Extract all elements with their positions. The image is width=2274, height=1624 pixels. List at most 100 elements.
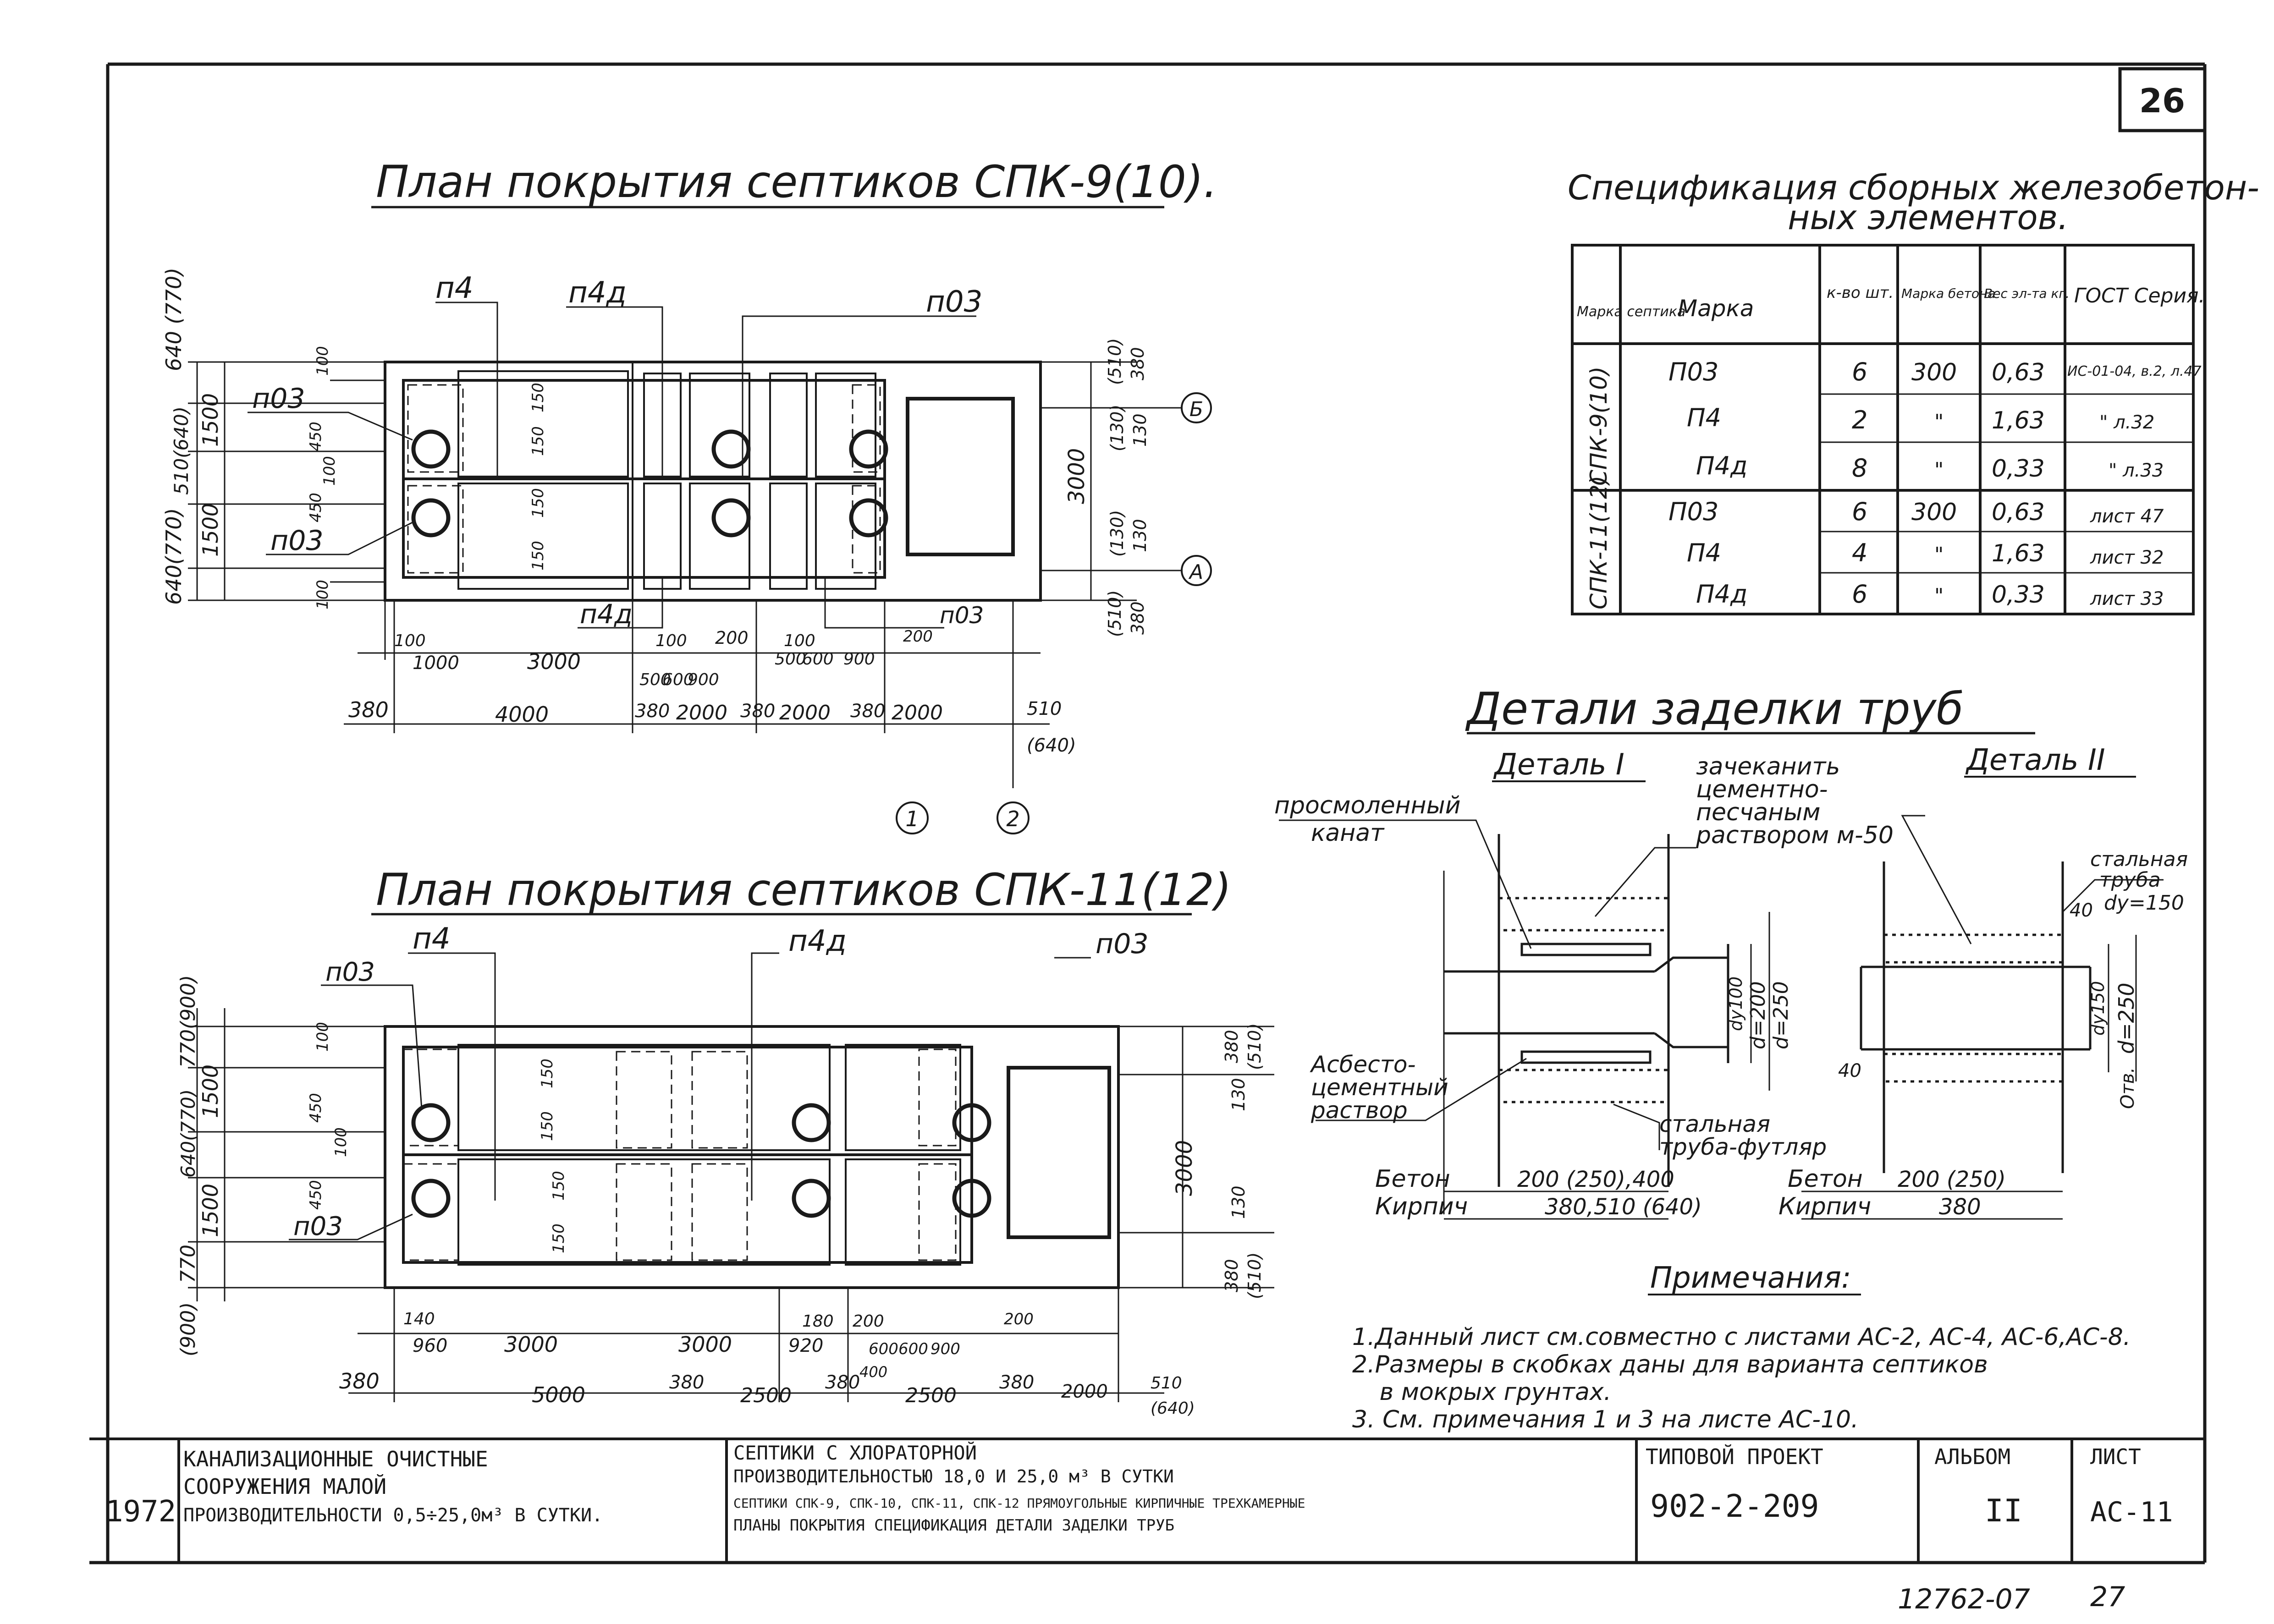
dim-small: 450: [307, 1180, 325, 1210]
hatch-opening: [411, 1103, 451, 1142]
hatch-opening: [952, 1103, 991, 1142]
label-p03: п03: [325, 957, 375, 987]
dim-bottom: 600: [898, 1340, 928, 1358]
dim-inner: 150: [529, 426, 547, 456]
note-item: 3. См. примечания 1 и 3 на листе АС-10.: [1352, 1406, 1859, 1433]
hatch-opening: [411, 429, 451, 469]
spec-cell-qty: 8: [1852, 454, 1867, 483]
dim-bottom: 2000: [1061, 1381, 1108, 1402]
plan-2-title: План покрытия септиков СПК-11(12): [376, 864, 1231, 916]
title-desc: СЕПТИКИ СПК-9, СПК-10, СПК-11, СПК-12 ПР…: [733, 1496, 1305, 1511]
spec-cell-concrete: ": [1934, 458, 1944, 482]
dim-right: 380: [1222, 1030, 1242, 1063]
material-concrete: Бетон: [1788, 1165, 1863, 1193]
dim-right: 130: [1130, 413, 1150, 447]
hatch-opening: [849, 429, 888, 469]
spec-cell-gost: лист 32: [2090, 547, 2164, 568]
spec-cell-weight: 0,63: [1992, 499, 2045, 526]
title-project-value: 902-2-209: [1650, 1488, 1819, 1525]
note-item: в мокрых грунтах.: [1357, 1378, 1611, 1406]
title-org: КАНАЛИЗАЦИОННЫЕ ОЧИСТНЫЕ: [183, 1447, 488, 1471]
callout-steel-pipe: dу=150: [2104, 891, 2184, 915]
dim-d2: d=250: [2114, 982, 2139, 1054]
dim-bottom: 200: [715, 628, 749, 648]
dim-bottom: 140: [403, 1310, 435, 1328]
dim-bottom: 100: [655, 631, 687, 650]
dim-d2-small: 40: [1838, 1060, 1861, 1081]
dim-bottom: 2500: [740, 1384, 792, 1407]
dim-right: (510): [1105, 338, 1125, 385]
spec-cell-concrete: ": [1934, 584, 1944, 608]
plan-1-outline: [384, 361, 1042, 602]
detail-1-pipe: [1444, 944, 1729, 1063]
spec-cell-mark: П4д: [1696, 451, 1747, 480]
spec-title: Спецификация сборных железобетон-: [1568, 168, 2259, 208]
spec-cell-weight: 1,63: [1992, 540, 2045, 567]
dim-bottom: 380: [635, 701, 670, 722]
title-year: 1972: [105, 1495, 176, 1529]
dim-right: (130): [1107, 405, 1127, 451]
archive-page: 27: [2090, 1581, 2125, 1613]
archive-code: 12762-07: [1898, 1583, 2030, 1615]
dim-bottom: 500: [775, 650, 806, 669]
hatch-opening: [411, 498, 451, 538]
spec-row: П4 4 " 1,63 лист 32: [1687, 538, 2164, 568]
dim-d1: dy100: [1726, 977, 1746, 1031]
spec-title: ных элементов.: [1788, 198, 2069, 237]
dim-bottom: 200: [853, 1312, 884, 1331]
dim-inner: 150: [550, 1171, 568, 1201]
dim-bottom: (640): [1151, 1399, 1195, 1418]
spec-cell-concrete: 300: [1911, 359, 1957, 386]
material-brick: Кирпич: [1778, 1193, 1871, 1220]
callout-asbestos: цементный: [1311, 1074, 1448, 1101]
axis-label: 2: [1006, 807, 1019, 831]
callout-asbestos: раствор: [1310, 1097, 1408, 1124]
spec-group-name: СПК-11(12): [1586, 476, 1612, 609]
dim-right: 380: [1128, 347, 1148, 380]
label-p4: п4: [413, 922, 451, 956]
pipe-details: Детали заделки труб Деталь I Деталь II: [1274, 683, 2188, 1220]
spec-cell-weight: 0,33: [1992, 455, 2045, 483]
title-sheet-label: ЛИСТ: [2090, 1444, 2141, 1469]
label-p03: п03: [293, 1212, 343, 1241]
dim-bottom: 600: [662, 670, 694, 689]
spec-header-mark-septic: Марка септика: [1577, 304, 1685, 320]
spec-row: П03 6 300 0,63 лист 47: [1668, 497, 2164, 527]
callout-sleeve: труба-футляр: [1659, 1134, 1827, 1160]
callout-caulk: зачеканить: [1696, 753, 1840, 780]
title-desc: ПЛАНЫ ПОКРЫТИЯ СПЕЦИФИКАЦИЯ ДЕТАЛИ ЗАДЕЛ…: [733, 1516, 1174, 1535]
title-org: ПРОИЗВОДИТЕЛЬНОСТИ 0,5÷25,0м³ В СУТКИ.: [183, 1505, 603, 1526]
dim-small: 450: [307, 493, 325, 522]
note-item: 1.Данный лист см.совместно с листами АС-…: [1352, 1323, 2131, 1351]
dim-small: 100: [314, 1022, 332, 1052]
label-p03: п03: [1096, 928, 1149, 960]
dim-left: 770: [176, 1245, 200, 1283]
details-title: Детали заделки труб: [1465, 683, 1964, 735]
dim-d2: Отв.: [2117, 1067, 2138, 1109]
dim-bottom: 1000: [413, 653, 459, 674]
dim-bottom: 180: [802, 1312, 834, 1331]
spec-header-weight: Вес эл-та кг.: [1984, 286, 2070, 301]
dim-bottom: 900: [843, 650, 875, 669]
dim-bottom: 2000: [892, 701, 943, 724]
spec-cell-mark: П4: [1687, 538, 1721, 567]
axis-marker-a: А: [1181, 555, 1212, 586]
dim-bottom: (640): [1027, 735, 1076, 756]
title-desc: СЕПТИКИ С ХЛОРАТОРНОЙ: [733, 1441, 977, 1464]
hatch-opening: [411, 1179, 451, 1218]
axis-label: 1: [905, 807, 919, 831]
plan-1-hatches: [407, 384, 881, 574]
spec-cell-qty: 6: [1852, 497, 1867, 526]
note-item: 2.Размеры в скобках даны для варианта се…: [1352, 1351, 1988, 1378]
dim-bottom: 200: [903, 627, 933, 646]
dim-left: 640(770): [161, 508, 186, 605]
spec-header-gost: ГОСТ Серия.: [2074, 284, 2205, 307]
spec-cell-mark: П4: [1687, 403, 1721, 432]
spec-cell-weight: 0,63: [1992, 359, 2045, 386]
dim-d1: d=250: [1769, 981, 1793, 1049]
hatch-opening: [952, 1179, 991, 1218]
dim-bottom: 100: [784, 631, 815, 650]
dim-right: 380: [1128, 601, 1148, 635]
dim-bottom: 920: [788, 1335, 823, 1356]
